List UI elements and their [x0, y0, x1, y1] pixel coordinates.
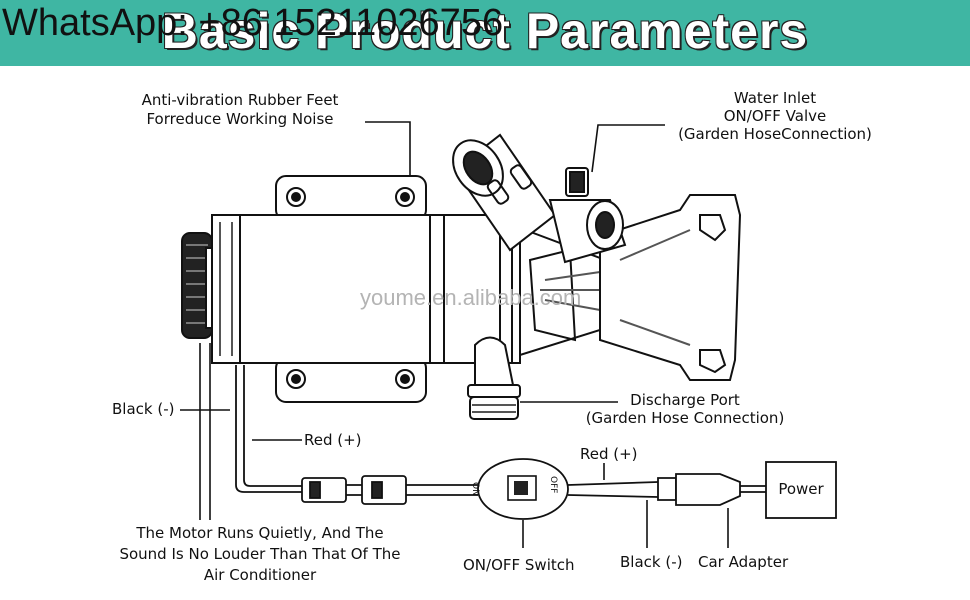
- discharge-label: Discharge Port (Garden Hose Connection): [570, 391, 800, 427]
- switch-on-text: ON: [470, 482, 480, 496]
- leader-motor-note: [199, 343, 211, 520]
- red-left-label: Red (+): [304, 431, 362, 449]
- water-inlet-line-1: Water Inlet: [733, 89, 817, 107]
- pump-head: [519, 194, 742, 381]
- discharge-line-2: (Garden Hose Connection): [585, 409, 785, 427]
- water-inlet-label: Water Inlet ON/OFF Valve (Garden HoseCon…: [660, 89, 890, 143]
- discharge-line-1: Discharge Port: [630, 391, 740, 409]
- water-inlet-line-3: (Garden HoseConnection): [678, 125, 872, 143]
- top-mount-bracket: [275, 175, 427, 221]
- water-inlet-line-2: ON/OFF Valve: [723, 107, 827, 125]
- title-banner: [0, 0, 970, 66]
- plug-connector-right: [361, 475, 407, 505]
- motor-body: [211, 214, 521, 364]
- motor-note-line-2: Sound Is No Louder Than That Of The: [119, 545, 401, 563]
- bottom-mount-bracket: [275, 357, 427, 403]
- cable-assembly: [235, 365, 837, 519]
- leader-water-inlet: [591, 124, 665, 173]
- black-right-label: Black (-): [620, 553, 683, 571]
- leader-rubber-feet: [365, 121, 411, 176]
- switch-label: ON/OFF Switch: [463, 556, 575, 574]
- power-box: [765, 461, 837, 519]
- red-right-label: Red (+): [580, 445, 638, 463]
- rubber-feet-line-1: Anti-vibration Rubber Feet: [141, 91, 339, 109]
- motor-note-line-3: Air Conditioner: [203, 566, 317, 584]
- motor-note-label: The Motor Runs Quietly, And The Sound Is…: [100, 523, 420, 586]
- switch-off-text: OFF: [548, 476, 558, 494]
- plug-connector-left: [301, 477, 347, 503]
- discharge-port: [467, 336, 521, 420]
- car-adapter-label: Car Adapter: [698, 553, 789, 571]
- watermark-text: youme.en.alibaba.com: [360, 285, 582, 310]
- car-adapter-plug: [675, 473, 741, 506]
- rubber-feet-line-2: Forreduce Working Noise: [146, 110, 334, 128]
- whatsapp-overlay: WhatsApp: +86 15211026756: [2, 2, 504, 44]
- page-title: Basic Product Parameters: [161, 3, 809, 59]
- black-left-label: Black (-): [112, 400, 175, 418]
- onoff-switch-body: [477, 458, 569, 520]
- rubber-feet-label: Anti-vibration Rubber Feet Forreduce Wor…: [110, 91, 370, 129]
- water-inlet-valve: [452, 133, 627, 264]
- power-label: Power: [778, 480, 824, 498]
- motor-note-line-1: The Motor Runs Quietly, And The: [136, 524, 384, 542]
